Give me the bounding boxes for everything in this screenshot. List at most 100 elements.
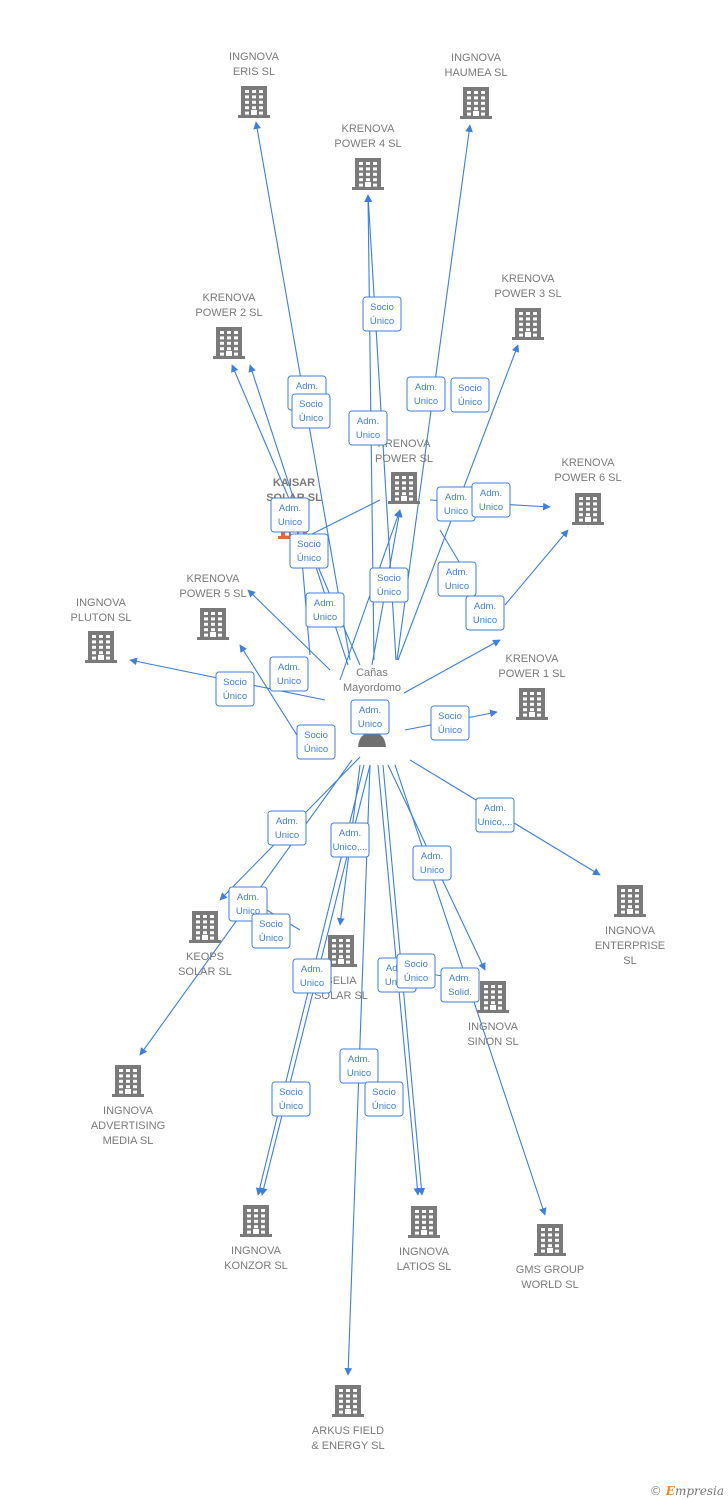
company-node-latios[interactable]: INGNOVA LATIOS SL xyxy=(397,1206,452,1273)
edge-label-text: Adm. xyxy=(474,601,496,612)
company-name-line: POWER 1 SL xyxy=(498,668,565,680)
edge-label-text: Unico xyxy=(473,615,497,626)
company-name-line: KAISAR xyxy=(273,477,315,489)
company-name-line: INGNOVA xyxy=(399,1246,450,1258)
edge-label[interactable]: Adm.Unico xyxy=(267,810,307,846)
edge-label-box xyxy=(412,845,452,881)
company-name-line: SELIA xyxy=(325,975,357,987)
edge-label-text: Único xyxy=(259,933,283,944)
edge-label-box xyxy=(475,797,515,833)
edge-label-text: Unico xyxy=(278,517,302,528)
edge-label[interactable]: Adm. Unico xyxy=(465,595,505,631)
edge-label[interactable]: Adm.Unico xyxy=(269,656,309,692)
edge-label[interactable]: Adm.Unico xyxy=(228,886,268,922)
edge-label-text: Unico,... xyxy=(333,842,368,853)
edge-label-text: Socio xyxy=(377,573,401,584)
edge-label[interactable]: Adm.Unico xyxy=(471,482,511,518)
edge-label[interactable]: Adm.Unico xyxy=(305,592,345,628)
edge-label-text: Adm. xyxy=(279,503,301,514)
edge-label-box xyxy=(330,822,370,858)
edge-label-text: Unico xyxy=(479,502,503,513)
building-icon xyxy=(352,158,384,190)
company-name-line: KRENOVA xyxy=(506,653,560,665)
edge-label-text: Unico xyxy=(356,430,380,441)
edge-label-text: Único xyxy=(458,397,482,408)
edge-label[interactable]: Adm.Solid. xyxy=(440,967,480,1003)
building-icon xyxy=(112,1065,144,1097)
company-name-line: LATIOS SL xyxy=(397,1261,452,1273)
building-icon xyxy=(197,608,229,640)
edge-label-box xyxy=(296,724,336,760)
edge-label[interactable]: Adm.Unico xyxy=(348,410,388,446)
edge-label[interactable]: Adm.Unico,... xyxy=(330,822,370,858)
edge-line xyxy=(403,639,501,694)
edge-label-box xyxy=(228,886,268,922)
edge-label-text: Único xyxy=(279,1101,303,1112)
building-icon xyxy=(213,327,245,359)
edge-label[interactable]: Adm.Unico xyxy=(339,1048,379,1084)
edge-label-box xyxy=(269,656,309,692)
edge-label-box xyxy=(350,699,390,735)
edge-label-text: Único xyxy=(304,744,328,755)
edge-label-text: Adm. xyxy=(359,705,381,716)
company-name-line: KEOPS xyxy=(186,951,224,963)
edge-label[interactable]: Adm.Unico xyxy=(412,845,452,881)
company-name-line: GMS GROUP xyxy=(516,1264,584,1276)
company-name-line: HAUMEA SL xyxy=(445,67,508,79)
edge-label-text: Unico xyxy=(347,1068,371,1079)
company-name-line: & ENERGY SL xyxy=(311,1440,384,1452)
edge-label[interactable]: Adm.Unico xyxy=(437,561,477,597)
edge-label[interactable]: Adm.Unico xyxy=(406,376,446,412)
edge-label-text: Adm. xyxy=(278,662,300,673)
edge-label[interactable]: Adm.Unico xyxy=(350,699,390,735)
edge-label-text: Adm. xyxy=(301,964,323,975)
edge-label-box xyxy=(348,410,388,446)
edge-label[interactable]: Adm.Unico xyxy=(292,958,332,994)
company-node-kp1[interactable]: KRENOVA POWER 1 SL xyxy=(498,653,566,720)
edge-label-text: Único xyxy=(299,413,323,424)
company-name-line: INGNOVA xyxy=(468,1021,519,1033)
edge-label[interactable]: Adm.Unico xyxy=(436,486,476,522)
edge-label-box xyxy=(270,497,310,533)
edge-label-text: Único xyxy=(297,553,321,564)
edge-label-text: Único xyxy=(438,725,462,736)
edge-label[interactable]: Adm. Unico xyxy=(270,497,310,533)
person-name-line: Mayordomo xyxy=(343,682,401,694)
brand-name: mpresia xyxy=(674,1484,724,1498)
company-node-arkus[interactable]: ARKUS FIELD& ENERGY SL xyxy=(311,1385,385,1452)
edge-label-box xyxy=(251,913,291,949)
edge-label[interactable]: Adm.Unico,... xyxy=(475,797,515,833)
building-icon xyxy=(238,86,270,118)
edge-label-box xyxy=(450,377,490,413)
